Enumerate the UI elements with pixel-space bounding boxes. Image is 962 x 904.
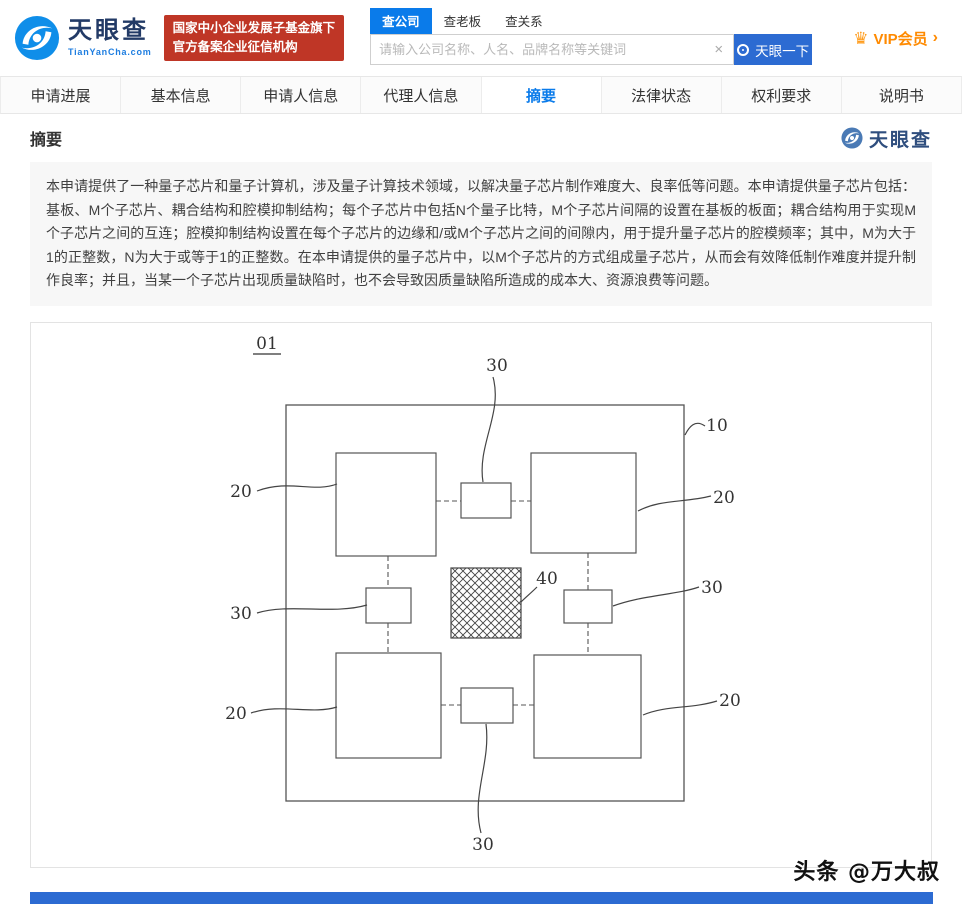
coupling-left (365, 586, 412, 624)
chevron-right-icon: › (932, 29, 938, 46)
search-area: 查公司 查老板 查关系 × 天眼一下 (370, 8, 813, 65)
brand-watermark: 天眼查 (841, 125, 932, 152)
ref-label-20-top-left: 20 (230, 482, 252, 502)
sub-chip-bottom-left (335, 651, 442, 759)
footer-top-edge (30, 892, 933, 904)
leader-lines (250, 376, 718, 833)
coupling-top (460, 481, 512, 519)
patent-abstract-text: 本申请提供了一种量子芯片和量子计算机，涉及量子计算技术领域，以解决量子芯片制作难… (30, 162, 932, 306)
ref-label-30-bottom: 30 (472, 835, 494, 855)
coupling-bottom (460, 686, 514, 724)
sub-chip-top-left (335, 451, 437, 557)
ref-label-20-top-right: 20 (713, 488, 735, 508)
tianyancha-logo-icon (14, 15, 60, 61)
site-logo[interactable]: 天眼查 TianYanCha.com (14, 15, 152, 61)
ref-label-30-right: 30 (701, 578, 723, 598)
sub-chip-top-right (530, 451, 637, 554)
main-content: 摘要 天眼查 本申请提供了一种量子芯片和量子计算机，涉及量子计算技术领域，以解决… (0, 114, 962, 868)
site-header: 天眼查 TianYanCha.com 国家中小企业发展子基金旗下 官方备案企业征… (0, 0, 962, 76)
gov-certification-badge: 国家中小企业发展子基金旗下 官方备案企业征信机构 (163, 14, 345, 62)
ref-label-30-top: 30 (486, 356, 508, 376)
cavity-suppression-square (450, 566, 522, 639)
ref-label-30-left: 30 (230, 604, 252, 624)
tab-description[interactable]: 说明书 (841, 77, 961, 113)
vip-member-link[interactable]: ♛ VIP会员 › (853, 28, 938, 49)
crown-icon: ♛ (853, 28, 869, 48)
tab-abstract[interactable]: 摘要 (481, 77, 602, 113)
search-button-label: 天眼一下 (755, 43, 810, 59)
vip-label: VIP会员 (873, 30, 928, 48)
tab-basic-info[interactable]: 基本信息 (121, 77, 242, 113)
ref-label-20-bottom-right: 20 (719, 691, 741, 711)
badge-line-2: 官方备案企业征信机构 (172, 40, 298, 54)
patent-figure: 01 (225, 334, 741, 855)
search-tab-relation[interactable]: 查关系 (505, 15, 543, 29)
tianyancha-mark-icon (841, 127, 863, 149)
section-head: 摘要 天眼查 (30, 114, 932, 162)
tab-application-progress[interactable]: 申请进展 (1, 77, 122, 113)
ref-label-10: 10 (706, 416, 728, 436)
toutiao-watermark: 头条 @万大叔 (793, 860, 940, 885)
logo-text-cn: 天眼查 (68, 17, 149, 45)
figure-label: 01 (256, 334, 278, 354)
patent-figure-box: 01 (30, 321, 932, 868)
search-button[interactable]: 天眼一下 (734, 34, 813, 65)
eye-icon (737, 43, 750, 56)
tab-agent-info[interactable]: 代理人信息 (361, 77, 482, 113)
search-tab-boss[interactable]: 查老板 (443, 15, 482, 29)
search-tabs: 查公司 查老板 查关系 (370, 8, 812, 34)
page-title: 摘要 (30, 132, 63, 149)
dashed-interconnects (387, 500, 589, 706)
coupling-right (563, 588, 613, 624)
tab-claims[interactable]: 权利要求 (721, 77, 842, 113)
search-tab-company[interactable]: 查公司 (370, 8, 432, 34)
ref-label-40: 40 (536, 569, 558, 589)
tab-applicant-info[interactable]: 申请人信息 (241, 77, 362, 113)
badge-line-1: 国家中小企业发展子基金旗下 (172, 20, 336, 35)
logo-text-en: TianYanCha.com (68, 46, 152, 57)
search-input-wrap: × (370, 34, 735, 65)
sub-chip-bottom-right (533, 653, 642, 759)
search-input[interactable] (379, 42, 713, 57)
tab-legal-status[interactable]: 法律状态 (601, 77, 722, 113)
patent-section-tabs: 申请进展 基本信息 申请人信息 代理人信息 摘要 法律状态 权利要求 说明书 (0, 76, 962, 114)
clear-search-icon[interactable]: × (714, 41, 724, 58)
ref-label-20-bottom-left: 20 (225, 704, 247, 724)
substrate-outline (285, 403, 685, 802)
brand-watermark-text: 天眼查 (868, 129, 932, 151)
